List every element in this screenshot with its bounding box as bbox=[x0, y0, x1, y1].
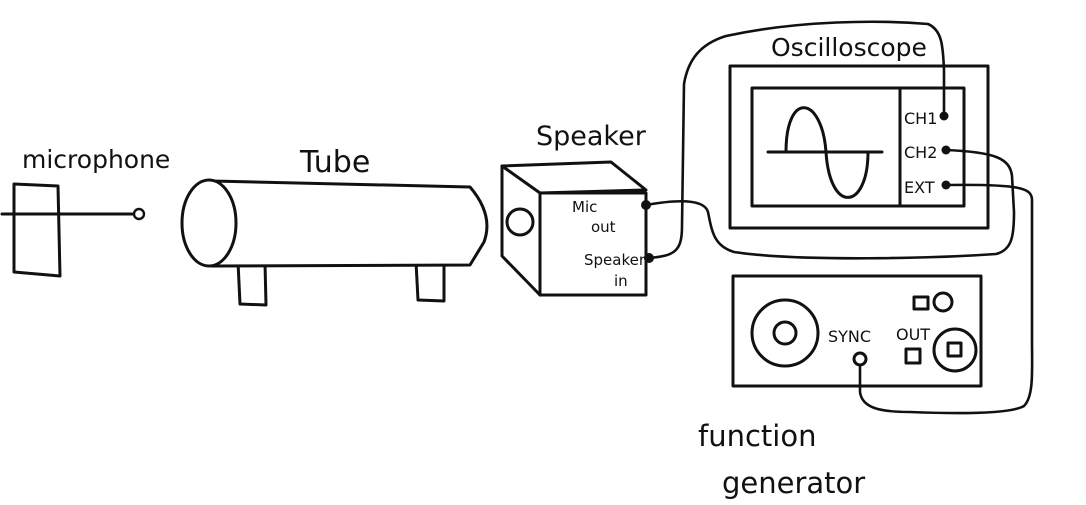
output-jack-outer bbox=[932, 327, 978, 373]
microphone-label: microphone bbox=[22, 145, 170, 174]
speaker-in-label-line2: in bbox=[614, 272, 628, 290]
ext-label: EXT bbox=[904, 178, 935, 197]
out-label: OUT bbox=[896, 325, 930, 344]
sync-jack[interactable] bbox=[852, 351, 868, 367]
out-small-square-icon bbox=[904, 347, 922, 365]
output-jack-inner bbox=[946, 341, 963, 358]
wire-speaker-in-to-ch1 bbox=[647, 20, 946, 260]
speaker bbox=[500, 160, 654, 297]
function-generator-label-line2: generator bbox=[722, 466, 865, 500]
tube-label: Tube bbox=[299, 145, 370, 180]
sine-wave-icon bbox=[784, 106, 870, 199]
power-switch-icon bbox=[912, 295, 930, 311]
mic-out-label-line1: Mic bbox=[572, 198, 597, 216]
speaker-cone-icon bbox=[505, 207, 535, 237]
wire-sync-to-ext bbox=[858, 183, 1034, 415]
wire-mic-out-to-ch2 bbox=[644, 148, 1016, 260]
speaker-label: Speaker bbox=[536, 121, 647, 152]
microphone bbox=[0, 182, 146, 278]
microphone-tip-icon bbox=[132, 207, 146, 221]
function-generator-label-line1: function bbox=[698, 419, 816, 453]
speaker-in-label-line1: Speaker bbox=[584, 251, 646, 269]
oscilloscope-label: Oscilloscope bbox=[771, 33, 927, 62]
ch2-label: CH2 bbox=[904, 143, 937, 162]
frequency-knob-icon bbox=[750, 298, 820, 368]
oscilloscope bbox=[728, 64, 990, 230]
sync-label: SYNC bbox=[828, 327, 871, 346]
tube bbox=[180, 178, 489, 307]
mic-out-label-line2: out bbox=[591, 218, 616, 236]
ch1-label: CH1 bbox=[904, 109, 937, 128]
function-generator bbox=[731, 274, 983, 388]
